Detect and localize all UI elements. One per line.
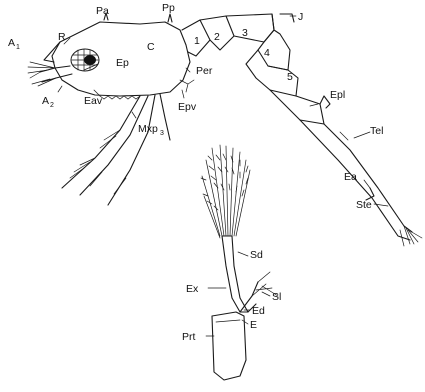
label-segment-4: 4 [264, 47, 270, 59]
label-ea: Ea [344, 171, 357, 183]
label-mxp3: Mxp [138, 123, 158, 135]
label-segment-5: 5 [287, 71, 293, 83]
leader-lines [58, 16, 388, 336]
label-e: E [250, 319, 257, 331]
label-mxp3-sub: 3 [160, 130, 164, 137]
label-ep: Ep [116, 57, 129, 69]
label-eav: Eav [84, 95, 103, 107]
abdomen [182, 14, 422, 246]
label-epl: Epl [330, 89, 345, 101]
label-a1: A [8, 37, 15, 49]
label-sd: Sd [250, 249, 263, 261]
maxillipeds [62, 94, 170, 205]
label-ex: Ex [186, 283, 199, 295]
label-ed: Ed [252, 305, 265, 317]
carapace [44, 13, 190, 96]
label-segment-2: 2 [214, 31, 220, 43]
label-prt: Prt [182, 331, 196, 343]
label-a2: A [42, 95, 49, 107]
compound-eye [71, 49, 99, 71]
label-per: Per [196, 65, 213, 77]
label-j: J [298, 11, 303, 23]
label-pa: Pa [96, 5, 109, 17]
labels: A 1 R Pa Pp C J 1 2 3 4 5 Ep Per A 2 Eav… [8, 2, 383, 343]
thoracopod [201, 145, 278, 380]
label-a2-sub: 2 [50, 102, 54, 109]
label-pp: Pp [162, 2, 175, 14]
label-c: C [147, 41, 155, 53]
label-a1-sub: 1 [16, 44, 20, 51]
label-epv: Epv [178, 101, 197, 113]
label-segment-3: 3 [242, 27, 248, 39]
label-segment-1: 1 [194, 35, 200, 47]
label-tel: Tel [370, 125, 383, 137]
label-sl: Sl [272, 291, 281, 303]
label-ste: Ste [356, 199, 372, 211]
label-r: R [58, 31, 66, 43]
